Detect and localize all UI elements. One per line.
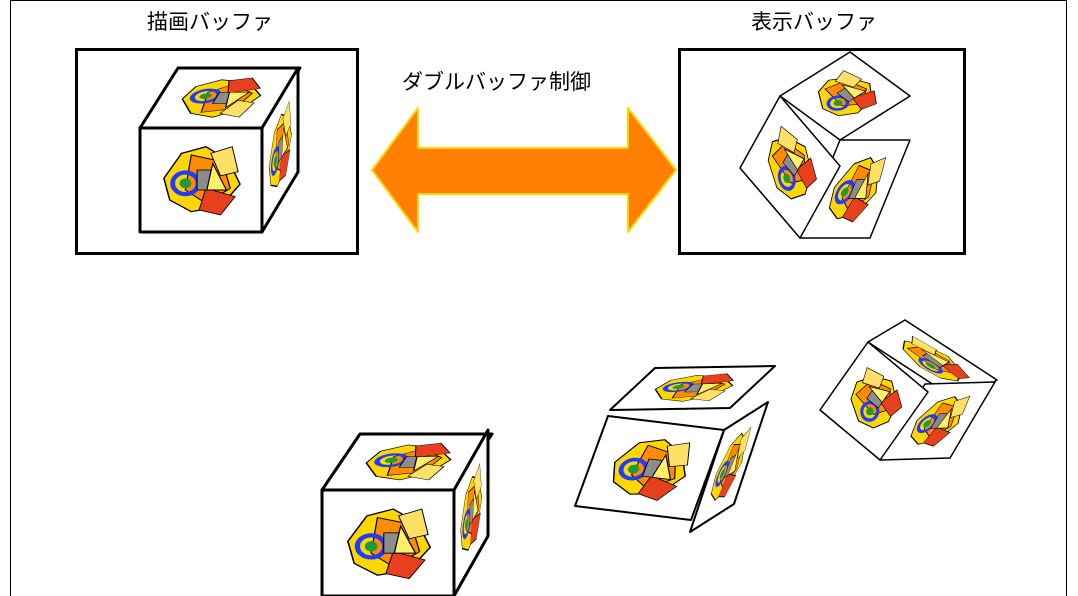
cube-icon xyxy=(320,428,494,596)
cube-icon xyxy=(138,66,302,234)
display-buffer-label: 表示バッファ xyxy=(751,10,877,34)
cube-icon xyxy=(739,51,911,239)
cube-group xyxy=(138,51,998,596)
double-buffer-control-label: ダブルバッファ制御 xyxy=(402,70,591,94)
cube-icon xyxy=(819,319,998,461)
double-arrow-icon xyxy=(371,107,677,233)
draw-buffer-label: 描画バッファ xyxy=(147,10,273,34)
diagram-frame xyxy=(10,0,1067,596)
cube-icon xyxy=(574,365,776,533)
